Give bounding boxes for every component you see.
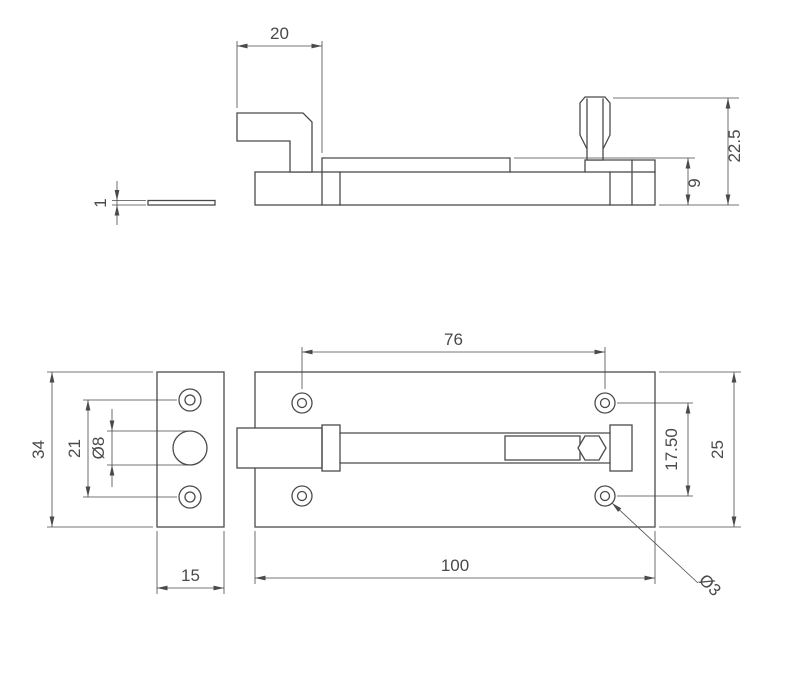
end-ledge-side — [584, 159, 656, 173]
dim-label-overall-width: 25 — [708, 440, 727, 459]
right-guide-plan — [609, 424, 633, 472]
extension-line — [514, 157, 739, 206]
dimension-screw-hole-dia: Ø3 — [611, 502, 725, 600]
dim-label-keep-hole-centres: 21 — [65, 439, 84, 458]
bolt-head-plan — [236, 427, 323, 469]
screw-hole — [594, 392, 616, 414]
left-guide-plan — [321, 424, 341, 472]
slide-rail-side — [321, 157, 511, 173]
dimension-overall-height: 22.5 — [613, 97, 744, 205]
dim-label-keep-height: 34 — [29, 440, 48, 459]
extension-line — [236, 41, 323, 153]
screw-hole — [178, 388, 202, 412]
leader-line — [611, 502, 699, 584]
side-elevation-view: 20 1 9 22.5 — [91, 24, 744, 225]
dim-label-overall-height: 22.5 — [725, 129, 744, 162]
extension-line — [659, 371, 741, 528]
knob-facet-lines — [586, 98, 604, 149]
screw-hole-inner — [184, 491, 196, 503]
dim-label-screw-centres-width: 17.50 — [662, 428, 681, 471]
dimension-keep-height: 34 — [29, 371, 153, 528]
extension-line — [107, 430, 188, 466]
dimension-overall-length: 100 — [254, 531, 656, 584]
screw-hole — [291, 485, 313, 507]
dimension-overall-width: 25 — [659, 371, 741, 528]
dimension-body-height: 9 — [514, 157, 739, 206]
extension-line — [617, 402, 693, 497]
screw-hole-inner — [599, 490, 611, 502]
bolt-hole — [172, 430, 208, 466]
dimension-bolt-hole-dia: Ø8 — [89, 409, 188, 487]
dim-label-screw-hole-dia: Ø3 — [695, 570, 724, 599]
dimension-screw-centres-length: 76 — [301, 330, 606, 389]
keep-plate-outline — [156, 371, 225, 528]
dim-label-bolt-hole-dia: Ø8 — [89, 437, 108, 460]
screw-hole — [291, 392, 313, 414]
cranked-bolt-arm — [236, 112, 313, 173]
slide-flat-plan — [504, 435, 581, 461]
screw-hole-inner — [184, 394, 196, 406]
dim-label-keep-thickness: 1 — [91, 198, 110, 207]
dimension-bolt-offset: 20 — [236, 24, 323, 153]
dim-label-overall-length: 100 — [441, 556, 469, 575]
screw-hole — [178, 485, 202, 509]
screw-hole — [594, 485, 616, 507]
extension-line — [254, 531, 656, 584]
keep-plate-side — [147, 199, 216, 206]
dimension-screw-centres-width: 17.50 — [617, 402, 693, 497]
bolt-rod-plan — [339, 432, 611, 464]
extension-line — [301, 347, 606, 389]
bolt-body-side — [254, 171, 656, 206]
dimension-keep-width: 15 — [156, 531, 225, 594]
guide-edges-side — [321, 159, 633, 206]
extension-line — [47, 371, 153, 528]
knob-plan — [577, 435, 607, 461]
dimension-keep-thickness: 1 — [91, 181, 146, 225]
extension-line — [83, 399, 177, 498]
dim-label-keep-width: 15 — [181, 566, 200, 585]
screw-hole-inner — [599, 397, 611, 409]
dimension-keep-hole-centres: 21 — [65, 399, 177, 498]
dim-label-screw-centres-length: 76 — [444, 330, 463, 349]
screw-hole-inner — [296, 490, 308, 502]
dim-label-body-height: 9 — [685, 178, 704, 187]
keep-plate-view: 34 21 Ø8 15 — [29, 371, 225, 594]
dim-label-bolt-offset: 20 — [270, 24, 289, 43]
screw-hole-inner — [296, 397, 308, 409]
plan-view: 76 100 17.50 25 Ø3 — [236, 330, 741, 600]
extension-line — [156, 531, 225, 594]
knob-side — [579, 96, 611, 161]
